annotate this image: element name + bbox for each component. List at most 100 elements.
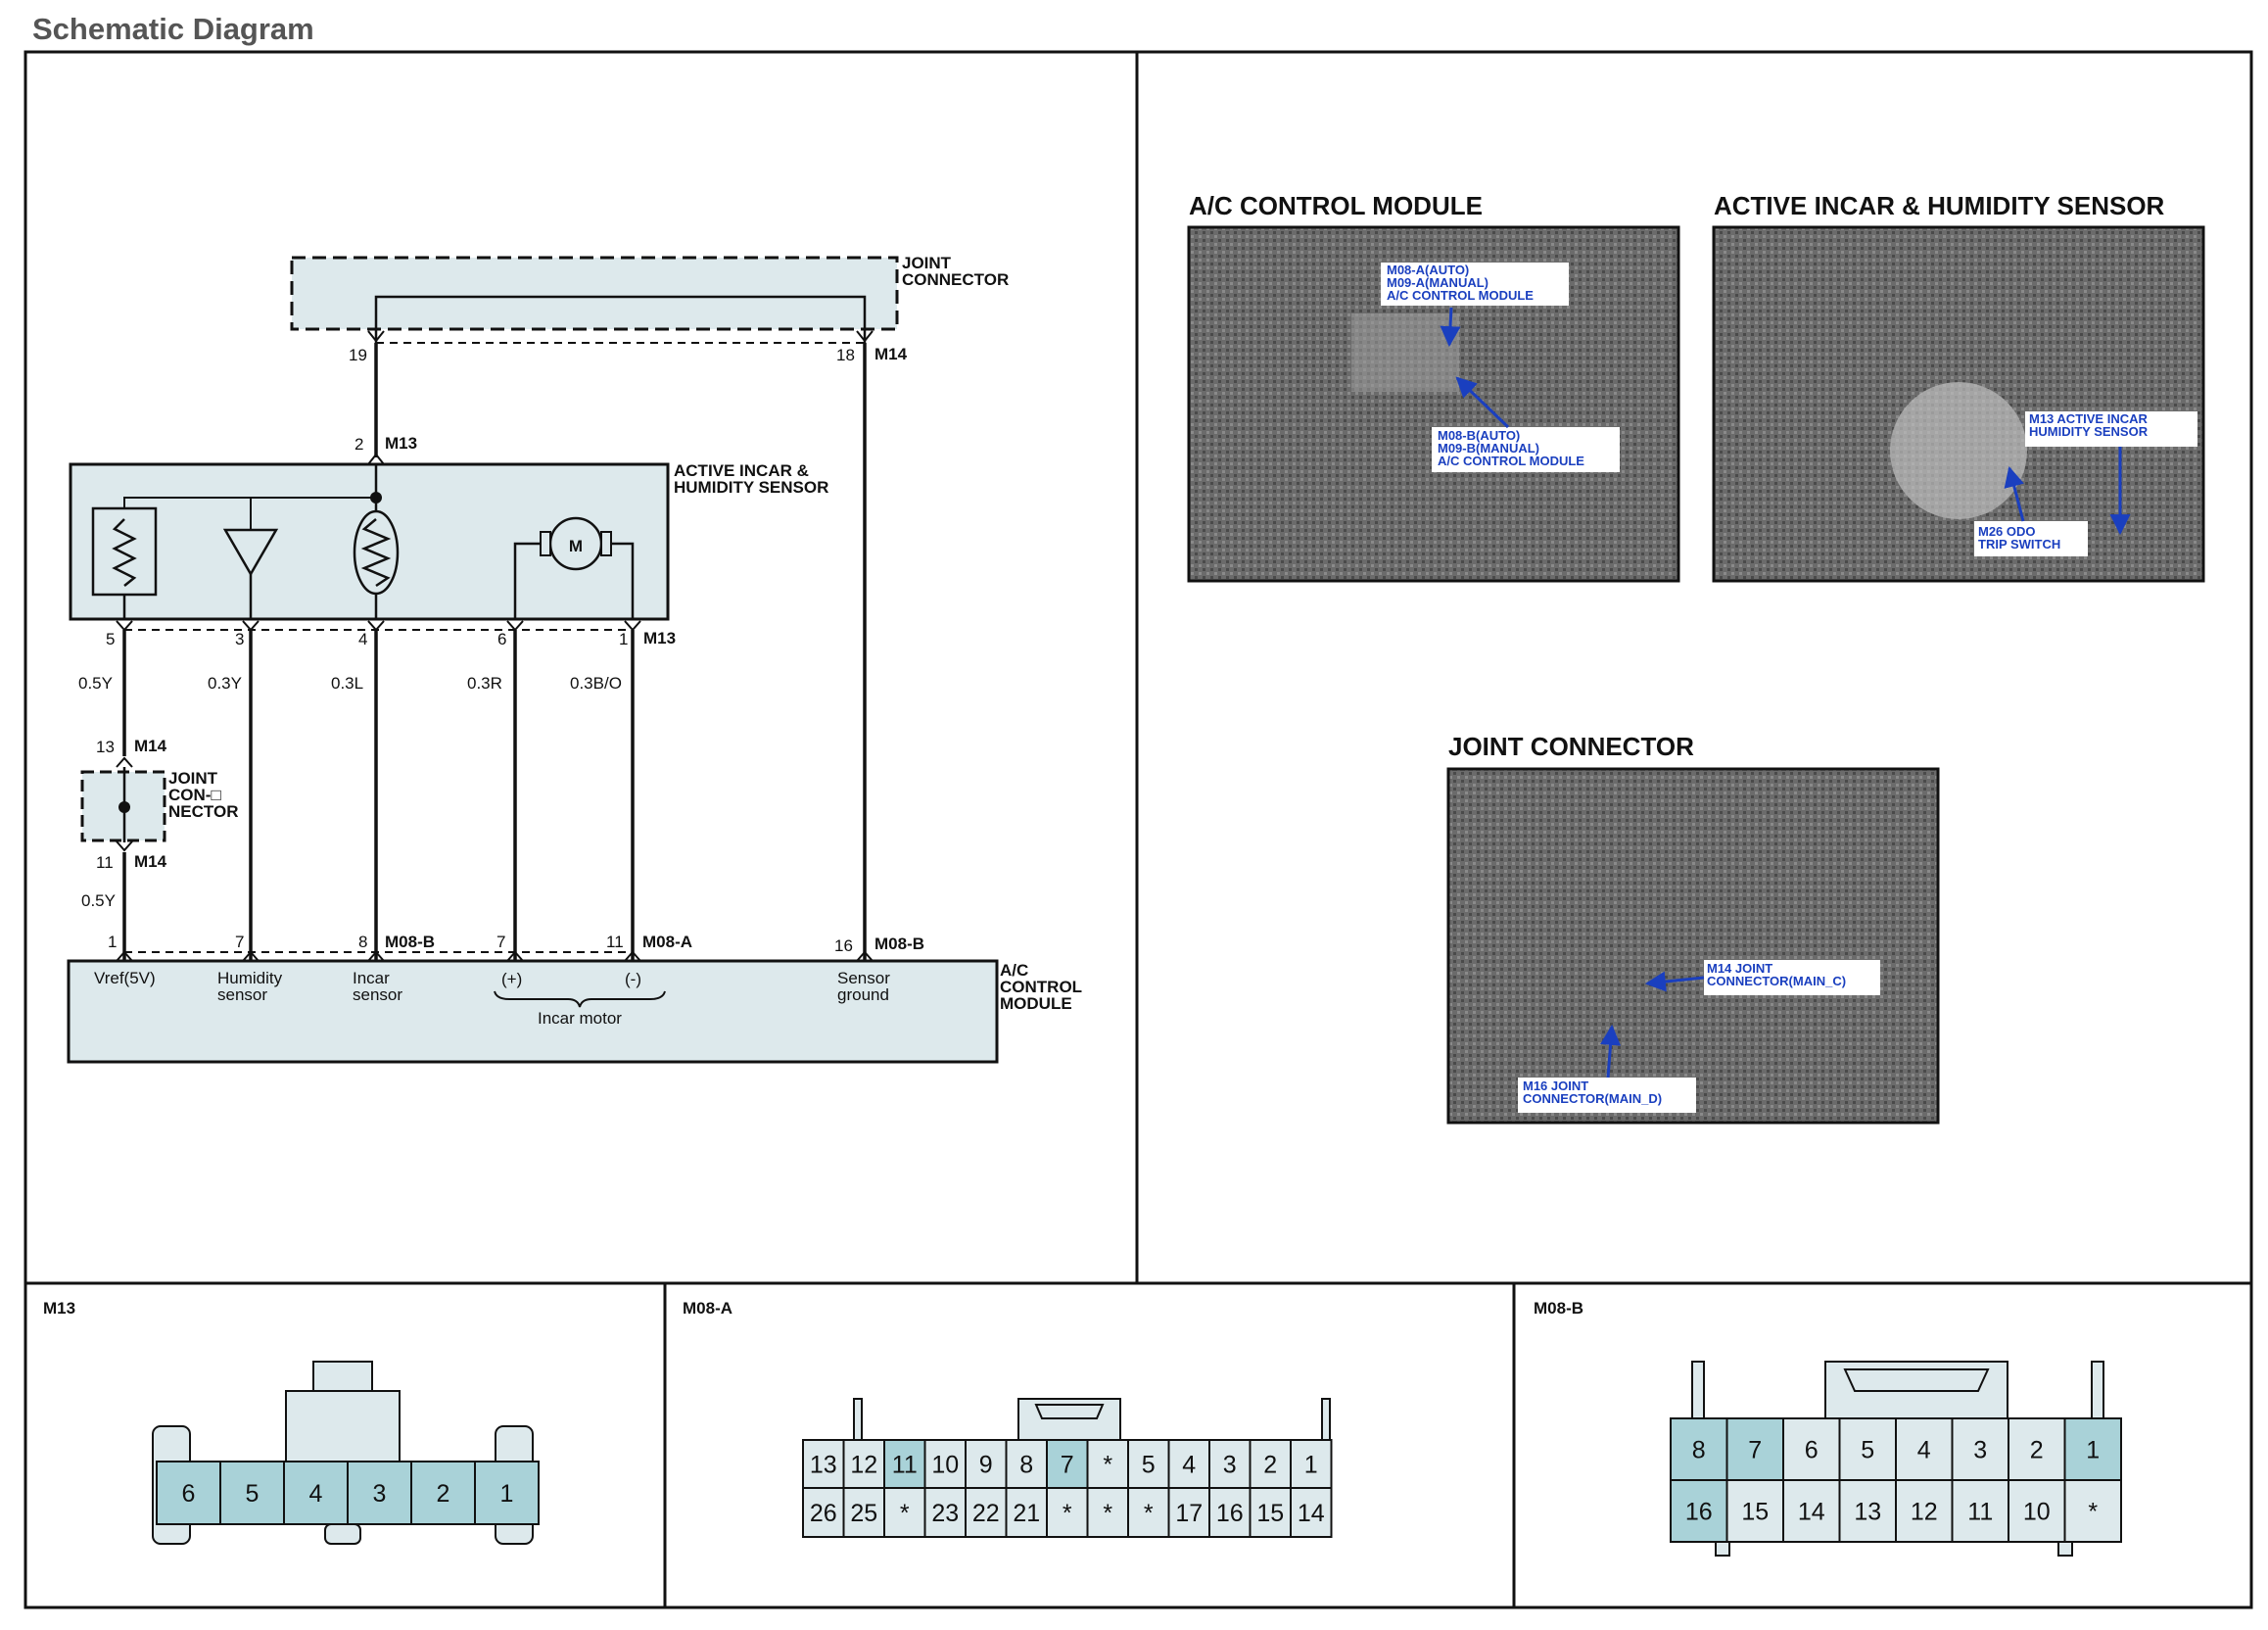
m08a-pin-label: *: [1103, 1452, 1112, 1479]
m13-pin-label: 5: [246, 1480, 260, 1508]
photo-panel: A/C CONTROL MODULE M08-A(AUTO)M09-A(MANU…: [1187, 191, 2205, 1125]
joint-connector-box: [290, 256, 899, 331]
m13-pin-label: 1: [500, 1480, 514, 1508]
m13-pin-cell: [283, 1461, 349, 1525]
joint-connector-photo: [1446, 767, 1940, 1125]
m13-bottom-label: M13: [643, 629, 676, 647]
wire-label-03y: 0.3Y: [208, 674, 242, 693]
wire-label-05y: 0.5Y: [78, 674, 113, 693]
m08a-pin-label: *: [900, 1500, 910, 1527]
m08b-pin-cell: [1951, 1479, 2009, 1543]
m08a-pin-cell: [923, 1439, 967, 1489]
m08a-pin-cell: [1290, 1487, 1333, 1538]
m14-label-a: M14: [134, 737, 167, 755]
ac-control-module-box: [67, 959, 999, 1064]
m08a-pin-label: *: [1063, 1500, 1072, 1527]
wire-label-03r: 0.3R: [467, 674, 502, 693]
m13-pin-label: 4: [309, 1480, 323, 1508]
page-title: Schematic Diagram: [32, 12, 314, 46]
m14-label-b: M14: [134, 852, 167, 871]
m08b-pin-cell: [1725, 1479, 1784, 1543]
m08b-pin-label: 5: [1861, 1437, 1874, 1464]
m08b-pin-label: 15: [1741, 1499, 1769, 1526]
m08a-pin-label: 2: [1263, 1452, 1277, 1479]
module-pin-7b: 7: [496, 933, 505, 951]
m08a-pin-label: 26: [810, 1500, 837, 1527]
m13-title: M13: [43, 1299, 75, 1318]
module-pin-8: 8: [358, 933, 367, 951]
sensor-pin-4: 4: [358, 630, 367, 648]
m08b-pin-label: 7: [1748, 1437, 1762, 1464]
m08a-title: M08-A: [683, 1299, 732, 1318]
m13-pin-label: 6: [182, 1480, 196, 1508]
m08a-pin-cell: [1208, 1487, 1252, 1538]
m08b-pin-cell: [1895, 1479, 1954, 1543]
m08b-pin-cell: [2063, 1479, 2122, 1543]
m08a-label: M08-A: [642, 933, 692, 951]
m08a-pin-label: 16: [1216, 1500, 1244, 1527]
m08b-pin-label: 10: [2023, 1499, 2051, 1526]
m08a-pin-label: 3: [1223, 1452, 1237, 1479]
ac-annotation-2: M08-B(AUTO)M09-B(MANUAL)A/C CONTROL MODU…: [1438, 428, 1584, 468]
sensor-pin-1: 1: [619, 630, 628, 648]
m08a-pin-cell: [923, 1487, 967, 1538]
m08b-pin-label: 13: [1854, 1499, 1881, 1526]
m08a-pin-cell: [1249, 1487, 1292, 1538]
m08a-pin-cell: [1005, 1487, 1048, 1538]
m08a-pin-label: 23: [931, 1500, 959, 1527]
m08a-pin-label: 15: [1256, 1500, 1284, 1527]
wire-label-03bo: 0.3B/O: [570, 674, 622, 693]
motor-symbol: M: [569, 537, 583, 555]
m08a-pin-label: 5: [1142, 1452, 1156, 1479]
sensor-label: ACTIVE INCAR &HUMIDITY SENSOR: [674, 461, 828, 497]
m08a-pin-cell: [883, 1487, 926, 1538]
m13-pin-cell: [347, 1461, 412, 1525]
sensor-pin-5: 5: [106, 630, 115, 648]
pin-13: 13: [96, 738, 115, 756]
m08a-pin-label: 9: [979, 1452, 993, 1479]
m08a-pin-cell: [1167, 1487, 1210, 1538]
pin-2: 2: [354, 435, 363, 454]
m08b-pin-label: 1: [2086, 1437, 2100, 1464]
pin-18: 18: [836, 346, 855, 364]
term-motor-minus: (-): [625, 970, 641, 988]
m08b-pin-cell: [1725, 1417, 1784, 1481]
incar-motor-label: Incar motor: [538, 1009, 622, 1028]
wire-label-05y-lower: 0.5Y: [81, 891, 116, 910]
m08a-pin-label: 13: [810, 1452, 837, 1479]
m13-pin-cell: [474, 1461, 540, 1525]
m08b-pin-cell: [2008, 1479, 2066, 1543]
m08b-label-a: M08-B: [385, 933, 435, 951]
m08a-pin-label: 12: [850, 1452, 877, 1479]
m13-pin-label: 2: [437, 1480, 450, 1508]
m08a-pin-label: 1: [1304, 1452, 1318, 1479]
m08a-pin-label: *: [1144, 1500, 1154, 1527]
m08a-pin-label: 7: [1061, 1452, 1074, 1479]
m08b-pin-label: 12: [1911, 1499, 1938, 1526]
term-motor-plus: (+): [501, 970, 522, 988]
module-pin-7a: 7: [235, 933, 244, 951]
m08a-pin-label: 14: [1298, 1500, 1325, 1527]
ac-annotation-1: M08-A(AUTO)M09-A(MANUAL)A/C CONTROL MODU…: [1387, 263, 1534, 303]
m13-top-label: M13: [385, 434, 417, 453]
term-vref: Vref(5V): [94, 969, 156, 987]
module-pin-16: 16: [834, 936, 853, 955]
m08b-pin-cell: [2008, 1417, 2066, 1481]
pin-19: 19: [349, 346, 367, 364]
m08b-pin-cell: [2063, 1417, 2122, 1481]
m08a-pin-label: 21: [1013, 1500, 1040, 1527]
m08a-pin-label: 25: [850, 1500, 877, 1527]
m08a-pin-label: 10: [931, 1452, 959, 1479]
m08b-pin-label: 3: [1973, 1437, 1987, 1464]
ac-photo-title: A/C CONTROL MODULE: [1189, 191, 1483, 220]
module-pin-1: 1: [108, 933, 117, 951]
